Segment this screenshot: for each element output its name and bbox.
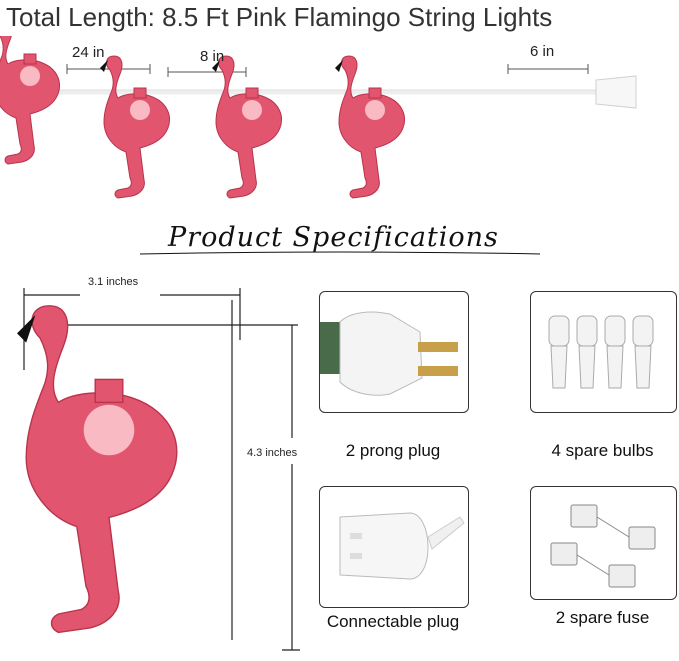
connector-icon (339, 512, 465, 580)
plug-icon (320, 311, 458, 396)
accessory-box-bulbs (530, 291, 677, 413)
heading-underline (140, 251, 540, 255)
flamingo-dimension-diagram (17, 288, 300, 651)
bulb-icon (548, 315, 654, 389)
spacing-label-first: 24 in (72, 44, 105, 61)
end-connector-icon (595, 75, 637, 109)
caption-fuse: 2 spare fuse (555, 608, 650, 627)
spacing-label-last: 6 in (530, 43, 555, 60)
page-title: Total Length: 8.5 Ft Pink Flamingo Strin… (6, 2, 553, 32)
height-label: 4.3 inches (247, 447, 298, 459)
flamingo-bulb-icon (0, 36, 60, 165)
caption-connector: Connectable plug (326, 612, 460, 631)
accessory-box-connector (319, 486, 469, 608)
flamingo-string-lights-image (0, 36, 637, 199)
caption-bulbs: 4 spare bulbs (551, 441, 654, 460)
accessory-box-plug (319, 291, 469, 413)
spacing-label-between: 8 in (200, 48, 225, 65)
width-label: 3.1 inches (88, 276, 139, 288)
specifications-heading: Product Specifications (168, 222, 499, 253)
large-flamingo-icon (17, 305, 178, 634)
caption-plug: 2 prong plug (345, 441, 441, 460)
accessory-box-fuse (530, 486, 677, 600)
fuse-icon (550, 504, 656, 588)
